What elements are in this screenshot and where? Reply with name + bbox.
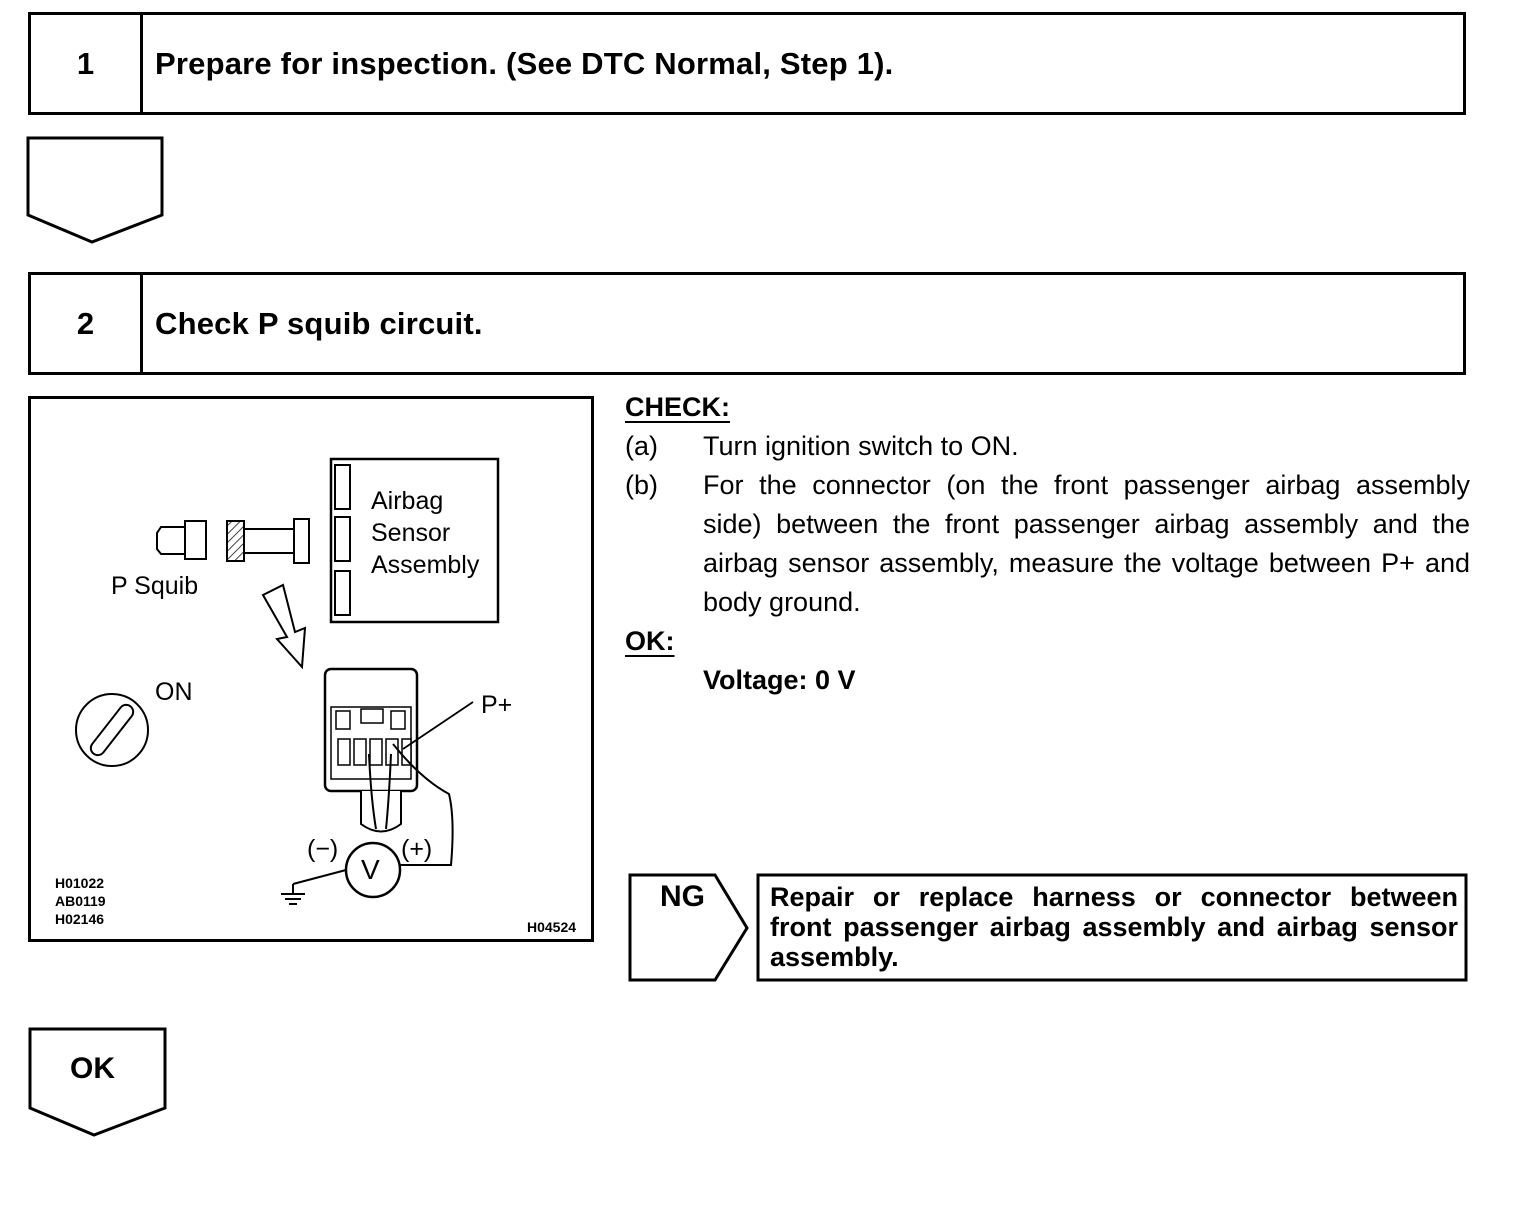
p-plus-label: P+ <box>481 691 513 719</box>
ok-down-arrow <box>28 1027 167 1137</box>
hatched-connector <box>226 520 245 562</box>
figure-id: H04524 <box>527 919 577 935</box>
probe-lead-plus <box>392 743 454 866</box>
ok-heading: OK: <box>625 626 675 656</box>
p-squib-plug <box>156 520 207 560</box>
check-item-b: (b) For the connector (on the front pass… <box>625 466 1470 622</box>
check-heading: CHECK: <box>625 392 730 422</box>
ignition-on-label: ON <box>155 678 193 706</box>
check-item-b-text: For the connector (on the front passenge… <box>703 470 1470 617</box>
sensor-label-line-3: Assembly <box>371 551 480 579</box>
check-item-a-text: Turn ignition switch to ON. <box>703 431 1019 461</box>
check-item-b-label: (b) <box>625 470 658 500</box>
sensor-connector-3 <box>334 570 351 616</box>
disconnect-arrow-icon <box>261 583 307 670</box>
ng-arrow-shape <box>628 873 749 982</box>
step-1-title-text: Prepare for inspection. (See DTC Normal,… <box>155 45 885 81</box>
step-2-title: Check P squib circuit. <box>155 305 483 341</box>
ng-result-text: Repair or replace harness or connector b… <box>770 882 1458 972</box>
ng-label: NG <box>660 880 705 913</box>
voltmeter-symbol: V <box>361 854 380 885</box>
sensor-label-line-2: Sensor <box>371 519 451 547</box>
harness-connector-end <box>293 518 310 564</box>
check-item-a: (a) Turn ignition switch to ON. <box>625 427 1470 466</box>
sensor-label-line-1: Airbag <box>371 487 444 515</box>
ok-spec: Voltage: 0 V <box>703 665 856 695</box>
step-1-number: 1 <box>31 15 143 112</box>
figure-code-2: AB0119 <box>55 893 106 909</box>
step-1-title: Prepare for inspection. (See DTC Normal,… <box>143 46 893 82</box>
harness-connector <box>243 528 295 554</box>
probe-lead-minus <box>292 869 347 885</box>
step-2-number: 2 <box>31 275 143 372</box>
step-2-box: 2 Check P squib circuit. <box>28 272 1466 375</box>
step-1-title-tail: . <box>884 45 894 81</box>
harness-cable <box>360 791 402 833</box>
ignition-key-slot <box>89 703 135 757</box>
figure-code-3: H02146 <box>55 911 105 927</box>
diagram-drawing <box>75 457 500 905</box>
sensor-connector-1 <box>334 464 351 510</box>
inspection-diagram: Airbag Sensor Assembly P Squib ON P+ (−)… <box>28 396 594 942</box>
ng-result-box <box>756 873 1468 982</box>
figure-code-1: H01022 <box>55 875 105 891</box>
down-arrow-1 <box>26 136 164 244</box>
ok-label: OK <box>70 1052 115 1085</box>
check-section: CHECK: (a) Turn ignition switch to ON. (… <box>625 388 1470 700</box>
sensor-connector-2 <box>334 516 351 562</box>
p-plus-leader <box>402 701 474 750</box>
airbag-sensor-assembly <box>329 457 500 624</box>
minus-label: (−) <box>307 835 339 863</box>
check-item-a-label: (a) <box>625 431 658 461</box>
plus-label: (+) <box>401 835 433 863</box>
p-squib-label: P Squib <box>111 572 199 600</box>
step-1-box: 1 Prepare for inspection. (See DTC Norma… <box>28 12 1466 115</box>
